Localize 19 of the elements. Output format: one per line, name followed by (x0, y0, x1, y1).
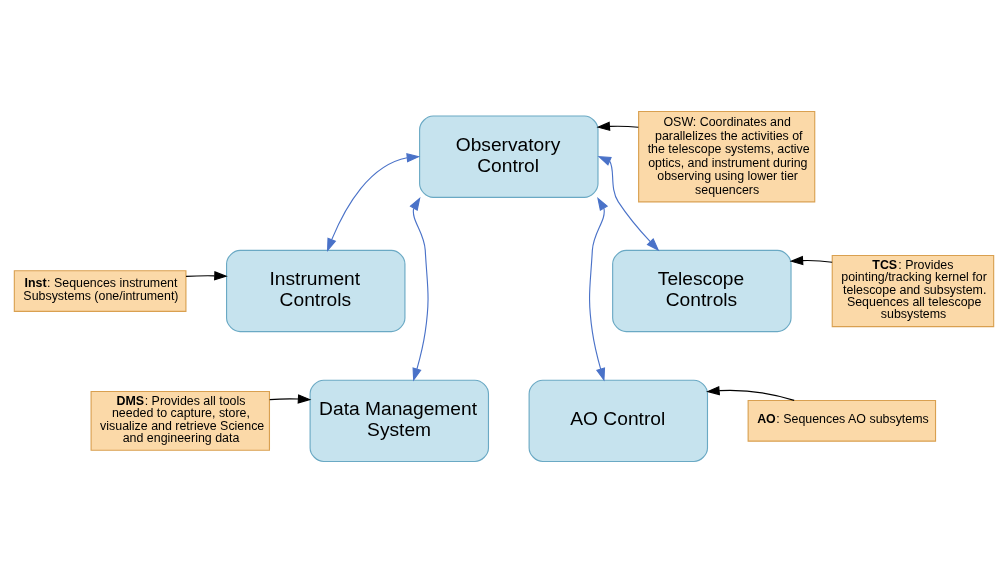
arrow (789, 255, 833, 265)
arrow (184, 270, 228, 281)
arrow (595, 121, 639, 131)
arrow (597, 155, 659, 251)
node-box: Inst: Sequences instrument Subsystems (one/intrument) (13, 269, 186, 312)
node-box: TCS: Provides pointing/tracking kernel for telescope and subsystem. Sequences all telescope subsystems (831, 254, 994, 327)
node-box: DMS: Provides all tools needed to capture, store, visualize and retrieve Science and engineering data (90, 390, 270, 451)
node-box: Data Management System (309, 379, 489, 462)
node-box: AO Control (528, 379, 708, 462)
node-box: Instrument Controls (225, 249, 405, 332)
node-box: Observatory Control (418, 114, 599, 198)
arrow (326, 152, 420, 252)
node-box: OSW: Coordinates and parallelizes the activities of the telescope systems, active optics, and instrument during observing using lower tier sequencers (637, 110, 815, 202)
node-box: AO: Sequences AO subsytems (747, 399, 936, 442)
arrow (705, 385, 795, 401)
arrow (268, 393, 311, 404)
arrow (588, 196, 608, 382)
node-box: Telescope Controls (611, 249, 792, 332)
arrow (408, 196, 429, 382)
